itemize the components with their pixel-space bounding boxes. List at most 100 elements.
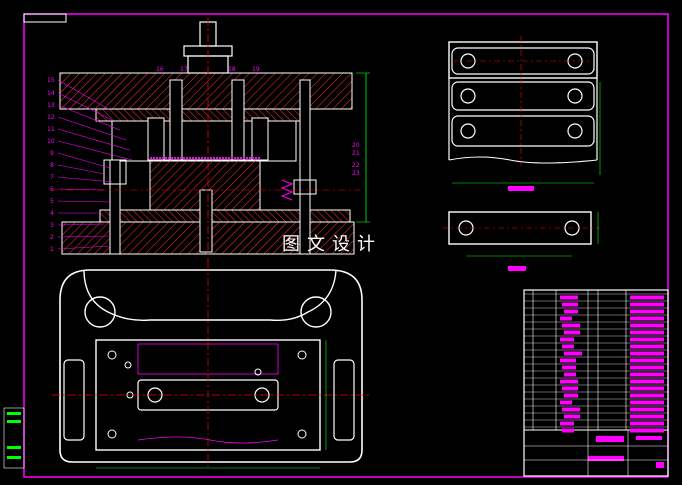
part-label: 23 (352, 170, 360, 177)
bom-cell-text (560, 379, 578, 384)
strip-hole (567, 123, 583, 139)
bom-cell-text (630, 337, 664, 342)
part-label: 18 (228, 66, 236, 73)
leader-14 (57, 92, 113, 121)
bom-cell-text (630, 421, 664, 426)
rev-line (7, 412, 21, 415)
part-label: 3 (50, 222, 54, 229)
section-view (50, 18, 370, 262)
bom-cell-text (630, 323, 664, 328)
bom-cell-text (564, 309, 578, 314)
leader-8 (57, 164, 105, 175)
title-text-block (656, 462, 664, 468)
bom-cell-text (630, 400, 664, 405)
bom-cell-text (630, 407, 664, 412)
leader-2 (57, 235, 111, 238)
bom-cell-text (630, 414, 664, 419)
side-slot-right (333, 359, 355, 441)
screw-hole (107, 429, 117, 439)
bom-cell-text (562, 302, 578, 307)
leader-1 (57, 245, 111, 250)
part-label: 15 (47, 77, 55, 84)
punch-plate (95, 108, 311, 122)
bom-cell-text (630, 309, 664, 314)
bom-cell-text (560, 295, 578, 300)
leader-6 (57, 188, 105, 191)
bom-cell-text (560, 337, 574, 342)
part-caption (508, 266, 526, 271)
screw-hole (297, 350, 307, 360)
guide-post-left (109, 159, 121, 255)
bom-cell-text (562, 386, 578, 391)
bom-cell-text (630, 295, 664, 300)
leader-9 (57, 152, 111, 169)
bom-cell-text (630, 365, 664, 370)
bom-cell-text (564, 414, 580, 419)
part-label: 9 (50, 150, 54, 157)
leader-7 (57, 176, 113, 183)
bom-cell-text (560, 421, 574, 426)
part-leaders (57, 79, 133, 250)
bom-cell-text (630, 351, 664, 356)
bom-cell-text (630, 302, 664, 307)
punch-left (169, 79, 183, 161)
side-slot-left (63, 359, 85, 441)
leader-10 (57, 140, 133, 161)
part-label: 21 (352, 150, 360, 157)
part-number-labels: 15 14 13 12 11 10 9 8 7 6 5 4 3 2 1 16 1… (47, 66, 360, 253)
bom-cell-text (564, 393, 578, 398)
rev-line (7, 446, 21, 449)
screw-hole (107, 350, 117, 360)
strip-hole (567, 88, 583, 104)
leader-15 (57, 79, 111, 111)
pilot-right (251, 117, 269, 161)
part-label: 11 (47, 126, 55, 133)
drawing-border (23, 13, 669, 478)
die-plate (99, 209, 351, 223)
part-label: 16 (156, 66, 164, 73)
bom-cell-text (564, 330, 580, 335)
leader-13 (57, 104, 121, 131)
strip-part-3 (451, 115, 595, 147)
corner-tag (23, 13, 67, 23)
part-view (442, 211, 600, 271)
leader-3 (57, 223, 105, 226)
part-label: 8 (50, 162, 54, 169)
bom-cell-text (630, 428, 664, 433)
part-label: 10 (47, 138, 55, 145)
part-label: 19 (252, 66, 260, 73)
bom-cell-text (560, 358, 576, 363)
title-block (523, 289, 669, 477)
rev-line (7, 456, 21, 459)
strip-part-2 (451, 81, 595, 111)
leader-11 (57, 128, 131, 151)
plan-view (52, 262, 370, 470)
bom-cell-text (560, 316, 572, 321)
strip-layout-view (448, 36, 601, 191)
part-label: 5 (50, 198, 54, 205)
title-block-frame (523, 289, 669, 477)
lower-die-base (59, 269, 363, 463)
guide-hole-left (84, 296, 116, 328)
bom-cell-text (562, 428, 574, 433)
part-label: 6 (50, 186, 54, 193)
part-label: 2 (50, 234, 54, 241)
bom-cell-text (560, 400, 572, 405)
bom-cell-text (562, 344, 574, 349)
bom-cell-text (564, 351, 582, 356)
part-label: 1 (50, 246, 54, 253)
strip-break-line (448, 156, 598, 164)
guide-post-right (299, 79, 311, 255)
strip-hole (460, 88, 476, 104)
bom-cell-text (630, 372, 664, 377)
revision-box (3, 407, 25, 469)
part-label: 22 (352, 162, 360, 169)
bom-cell-text (630, 344, 664, 349)
bom-cell-text (564, 372, 576, 377)
bom-cell-text (630, 358, 664, 363)
revision-marks (3, 407, 25, 469)
part-label: 20 (352, 142, 360, 149)
title-text-block (588, 456, 624, 461)
screw-hole (297, 429, 307, 439)
